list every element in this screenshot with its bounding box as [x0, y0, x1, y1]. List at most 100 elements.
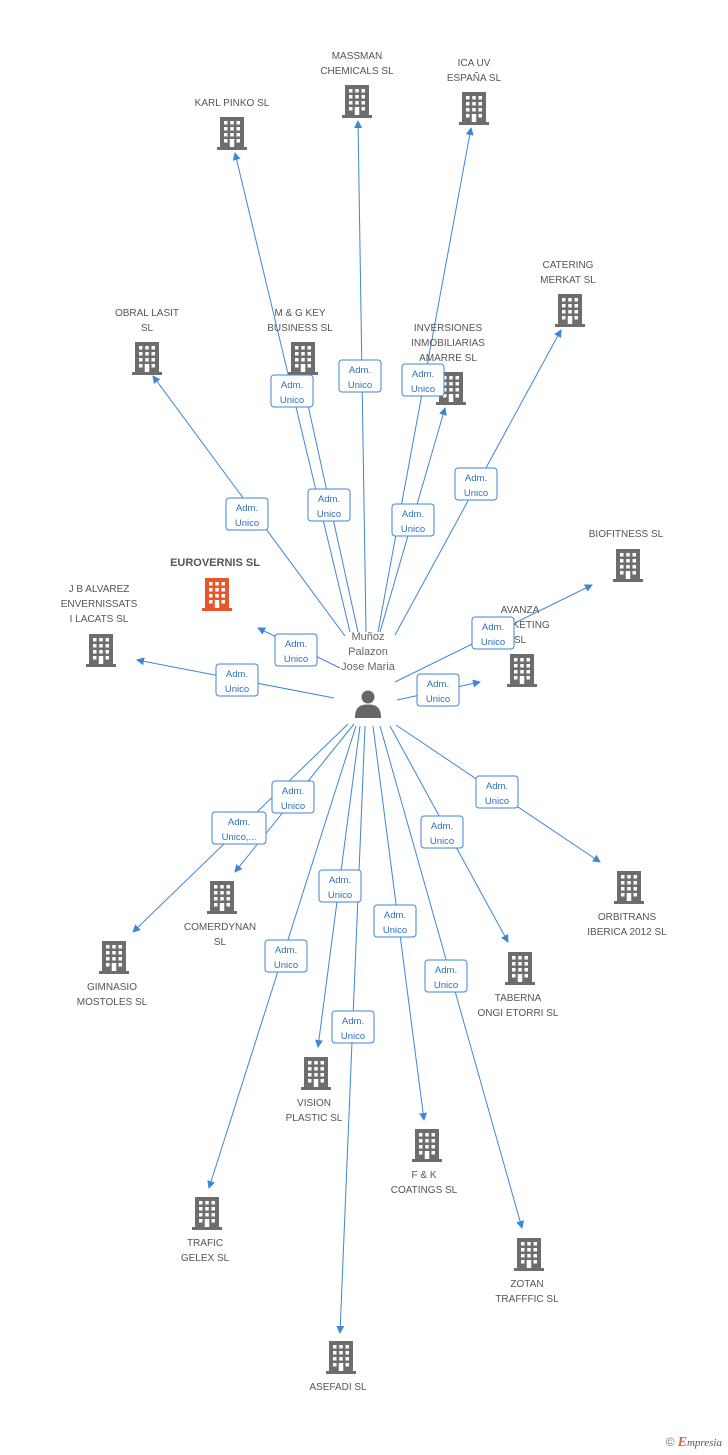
- edge-label-box: [211, 811, 267, 845]
- edge-label-text: Adm.: [275, 945, 297, 956]
- company-node-vision-plastic[interactable]: VISION PLASTIC SL: [286, 1057, 343, 1124]
- edge-label-catering-merkat[interactable]: Adm.Unico: [454, 467, 498, 501]
- company-label-ica-uv: ICA UV: [458, 58, 491, 69]
- edge-label-text: Adm.: [285, 639, 307, 650]
- building-icon: [192, 1197, 222, 1230]
- company-label-asefadi: ASEFADI SL: [309, 1382, 367, 1393]
- company-label-jb-alvarez: J B ALVAREZ: [69, 584, 130, 595]
- edge-label-taberna[interactable]: Adm.Unico: [420, 815, 464, 849]
- building-icon: [207, 881, 237, 914]
- edge-label-trafic-gelex[interactable]: Adm.Unico: [264, 939, 308, 973]
- company-label-inversiones: INMOBILIARIAS: [411, 338, 485, 349]
- company-label-zotan: TRAFFFIC SL: [495, 1294, 559, 1305]
- building-icon: [132, 342, 162, 375]
- edge-label-box: [225, 497, 269, 531]
- brand-logo-initial: E: [677, 1435, 687, 1450]
- person-label: Muñoz: [351, 631, 384, 643]
- edge-label-fk-coatings[interactable]: Adm.Unico: [373, 904, 417, 938]
- edge-label-box: [373, 904, 417, 938]
- edge-label-box: [471, 616, 515, 650]
- company-label-fk-coatings: F & K: [411, 1170, 436, 1181]
- edge-label-obral-lasit[interactable]: Adm.Unico: [225, 497, 269, 531]
- edge-label-avanza[interactable]: Adm. Unico: [416, 673, 460, 707]
- edge-label-box: [416, 673, 460, 707]
- edge-label-comerdynan[interactable]: Adm.Unico: [271, 780, 315, 814]
- building-icon: [288, 342, 318, 375]
- edge-label-mg-key[interactable]: Adm.Unico: [307, 488, 351, 522]
- edge-label-eurovernis[interactable]: Adm.Unico: [274, 633, 318, 667]
- edge-label-text: Unico: [328, 890, 352, 901]
- edges-layer: [132, 120, 601, 1334]
- edge-label-box: [454, 467, 498, 501]
- edge-label-zotan[interactable]: Adm.Unico: [424, 959, 468, 993]
- person-label: Palazon: [348, 646, 388, 658]
- edge-label-text: Unico: [481, 637, 505, 648]
- edge-label-box: [391, 503, 435, 537]
- building-icon: [613, 549, 643, 582]
- edge-label-massman[interactable]: Adm.Unico: [338, 359, 382, 393]
- edge-label-orbitrans[interactable]: Adm.Unico: [475, 775, 519, 809]
- company-label-vision-plastic: PLASTIC SL: [286, 1113, 343, 1124]
- company-label-obral-lasit: SL: [141, 323, 154, 334]
- edge-label-text: Unico: [485, 796, 509, 807]
- edge-label-vision-plastic[interactable]: Adm. Unico: [318, 869, 362, 903]
- building-icon: [514, 1238, 544, 1271]
- company-node-karl-pinko[interactable]: KARL PINKO SL: [195, 98, 270, 150]
- company-label-mg-key: BUSINESS SL: [267, 323, 333, 334]
- edge-label-box: [475, 775, 519, 809]
- edge-label-text: Unico: [426, 694, 450, 705]
- building-icon: [99, 941, 129, 974]
- company-node-obral-lasit[interactable]: OBRAL LASIT SL: [115, 308, 179, 375]
- company-node-asefadi[interactable]: ASEFADI SL: [309, 1341, 367, 1393]
- edge-label-gimnasio[interactable]: Adm.Unico,...: [211, 811, 267, 845]
- edge-label-biofitness[interactable]: Adm.Unico: [471, 616, 515, 650]
- edge-label-asefadi[interactable]: Adm.Unico: [331, 1010, 375, 1044]
- company-label-eurovernis: EUROVERNIS SL: [170, 557, 260, 569]
- edge-label-box: [424, 959, 468, 993]
- edge-label-text: Adm.: [431, 821, 453, 832]
- edge-label-ica-uv[interactable]: Adm.Unico: [401, 363, 445, 397]
- building-icon: [614, 871, 644, 904]
- edge-label-text: Adm.: [318, 494, 340, 505]
- company-node-eurovernis[interactable]: EUROVERNIS SL: [170, 557, 260, 611]
- edge-labels-layer: Adm.UnicoAdm.UnicoAdm.UnicoAdm.UnicoAdm.…: [211, 359, 519, 1044]
- building-icon: [301, 1057, 331, 1090]
- edge-label-inversiones[interactable]: Adm.Unico: [391, 503, 435, 537]
- edge-label-text: Adm.: [236, 503, 258, 514]
- company-label-karl-pinko: KARL PINKO SL: [195, 98, 270, 109]
- company-label-inversiones: INVERSIONES: [414, 323, 483, 334]
- company-label-obral-lasit: OBRAL LASIT: [115, 308, 179, 319]
- edge-label-karl-pinko[interactable]: Adm.Unico: [270, 374, 314, 408]
- person-label: Jose Maria: [341, 661, 396, 673]
- company-label-vision-plastic: VISION: [297, 1098, 331, 1109]
- edge-label-text: Adm.: [427, 679, 449, 690]
- company-label-comerdynan: SL: [214, 937, 227, 948]
- company-label-avanza: SL: [514, 635, 527, 646]
- edge-label-jb-alvarez[interactable]: Adm.Unico: [215, 663, 259, 697]
- company-label-taberna: ONGI ETORRI SL: [478, 1008, 559, 1019]
- edge-label-text: Unico: [464, 488, 488, 499]
- company-node-inversiones[interactable]: INVERSIONES INMOBILIARIAS AMARRE SL: [411, 323, 485, 405]
- edge-label-text: Adm.: [329, 875, 351, 886]
- building-icon: [202, 578, 232, 611]
- company-label-inversiones: AMARRE SL: [419, 353, 477, 364]
- company-label-avanza: AVANZA: [501, 605, 540, 616]
- company-node-biofitness[interactable]: BIOFITNESS SL: [589, 529, 664, 582]
- edge-label-text: Adm.: [412, 369, 434, 380]
